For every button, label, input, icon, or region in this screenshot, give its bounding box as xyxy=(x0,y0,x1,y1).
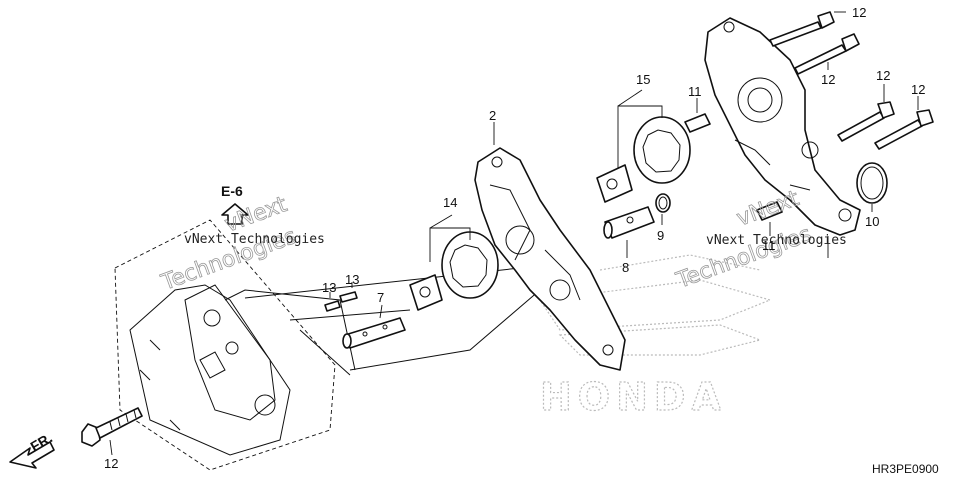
crankcase-cover xyxy=(114,219,356,471)
diagram-code: HR3PE0900 xyxy=(872,462,939,476)
callout-12-top[interactable]: 12 xyxy=(852,5,866,20)
reference-e6[interactable]: E-6 xyxy=(221,183,249,225)
pump-cover xyxy=(704,17,861,258)
callout-15[interactable]: 15 xyxy=(636,72,650,87)
callout-12-right-b[interactable]: 12 xyxy=(911,82,925,97)
watermark-left-caption: vNext Technologies xyxy=(184,232,325,247)
callout-10[interactable]: 10 xyxy=(865,214,879,229)
watermark-left: vNext Technologies vNext Technologies xyxy=(157,192,325,297)
o-ring-9 xyxy=(655,193,671,225)
bolt-12-right-a xyxy=(837,84,895,142)
rotor-set-15 xyxy=(596,89,691,203)
watermark-right-caption: vNext Technologies xyxy=(706,233,847,248)
assembly-guide-lines xyxy=(244,267,541,376)
callout-12-right-a[interactable]: 12 xyxy=(876,68,890,83)
callout-13a[interactable]: 13 xyxy=(322,280,336,295)
honda-logo-watermark: HONDA xyxy=(538,254,772,420)
callout-11-lower[interactable]: 11 xyxy=(762,238,776,253)
callout-9[interactable]: 9 xyxy=(657,228,664,243)
dowel-pin-13b xyxy=(339,282,358,303)
bolt-12-right-b xyxy=(874,96,934,150)
dowel-pin-13a xyxy=(324,292,341,312)
callout-14[interactable]: 14 xyxy=(443,195,457,210)
callout-13b[interactable]: 13 xyxy=(345,272,359,287)
pump-body-2 xyxy=(474,122,626,371)
bolt-12-top xyxy=(769,11,846,47)
reference-e6-text: E-6 xyxy=(221,183,243,199)
callout-11-upper[interactable]: 11 xyxy=(688,84,702,99)
front-direction-marker: FR. xyxy=(9,429,55,469)
rotor-set-14 xyxy=(409,214,499,311)
watermark-right-line1: vNext xyxy=(734,186,803,232)
callout-12-second[interactable]: 12 xyxy=(821,72,835,87)
honda-wordmark: HONDA xyxy=(540,375,727,419)
dowel-11-lower xyxy=(756,201,783,236)
o-ring-10 xyxy=(856,162,888,212)
dowel-11-upper xyxy=(684,98,711,133)
callout-7[interactable]: 7 xyxy=(377,290,384,305)
pump-shaft-7 xyxy=(342,304,406,349)
bolt-12-lower xyxy=(81,407,143,456)
callout-2[interactable]: 2 xyxy=(489,108,496,123)
pump-shaft-8 xyxy=(603,206,655,258)
callout-8[interactable]: 8 xyxy=(622,260,629,275)
callout-12-lower-left[interactable]: 12 xyxy=(104,456,118,471)
reference-up-arrow-icon xyxy=(221,203,249,225)
bolt-12-upper-second xyxy=(794,33,860,75)
